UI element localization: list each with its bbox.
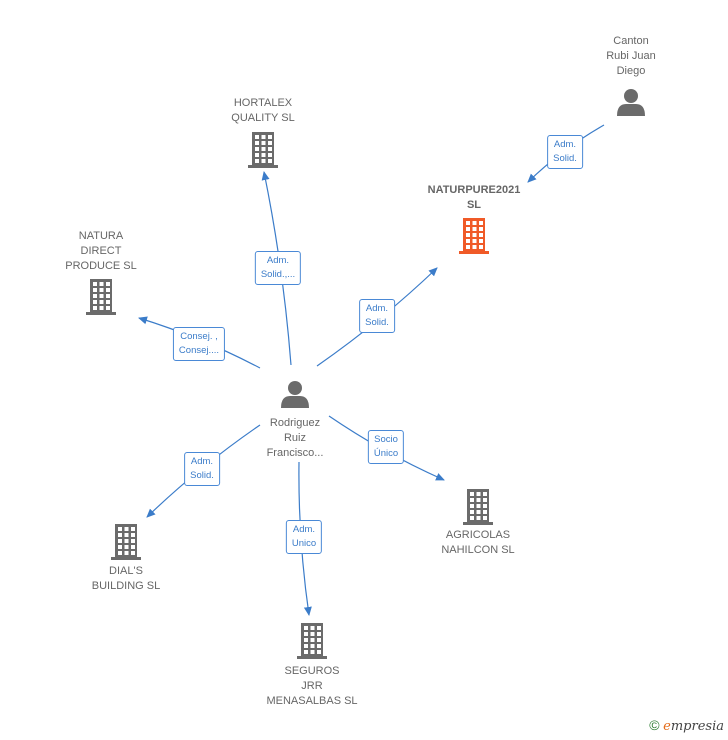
building-icon-seguros[interactable] — [297, 623, 327, 659]
node-label-rodriguez[interactable]: Rodriguez Ruiz Francisco... — [266, 417, 324, 459]
node-label-dials[interactable]: DIAL'S BUILDING SL — [91, 565, 161, 592]
building-icon-agricolas[interactable] — [463, 489, 493, 525]
building-icon-natura[interactable] — [86, 279, 116, 315]
edge-label-rodriguez-dials[interactable]: Adm. Solid. — [184, 452, 220, 486]
edge-label-rodriguez-seguros[interactable]: Adm. Unico — [285, 520, 323, 554]
building-icon-naturpure[interactable] — [459, 218, 489, 254]
edge-label-rodriguez-agricolas[interactable]: Socio Único — [367, 430, 405, 464]
edge-label-rodriguez-natura[interactable]: Consej. , Consej.... — [172, 327, 226, 361]
node-label-hortalex[interactable]: HORTALEX QUALITY SL — [231, 97, 295, 124]
person-icon-canton[interactable] — [617, 89, 645, 116]
brand-logo: empresia — [663, 719, 724, 734]
edge-label-rodriguez-hortalex[interactable]: Adm. Solid.,... — [254, 251, 302, 285]
person-icon-rodriguez[interactable] — [281, 381, 309, 408]
node-label-naturpure[interactable]: NATURPURE2021 SL — [427, 184, 521, 211]
node-label-natura[interactable]: NATURA DIRECT PRODUCE SL — [65, 230, 137, 272]
node-label-seguros[interactable]: SEGUROS JRR MENASALBAS SL — [266, 665, 358, 707]
edge-label-rodriguez-naturpure[interactable]: Adm. Solid. — [359, 299, 395, 333]
node-label-agricolas[interactable]: AGRICOLAS NAHILCON SL — [441, 529, 515, 556]
building-icon-hortalex[interactable] — [248, 132, 278, 168]
copyright-icon: © — [649, 717, 660, 733]
edges-layer — [138, 124, 605, 616]
watermark: © empresia — [649, 717, 724, 734]
node-label-canton[interactable]: Canton Rubi Juan Diego — [606, 35, 656, 77]
building-icon-dials[interactable] — [111, 524, 141, 560]
icons-layer — [86, 89, 645, 659]
edge-label-canton-naturpure[interactable]: Adm. Solid. — [547, 135, 583, 169]
